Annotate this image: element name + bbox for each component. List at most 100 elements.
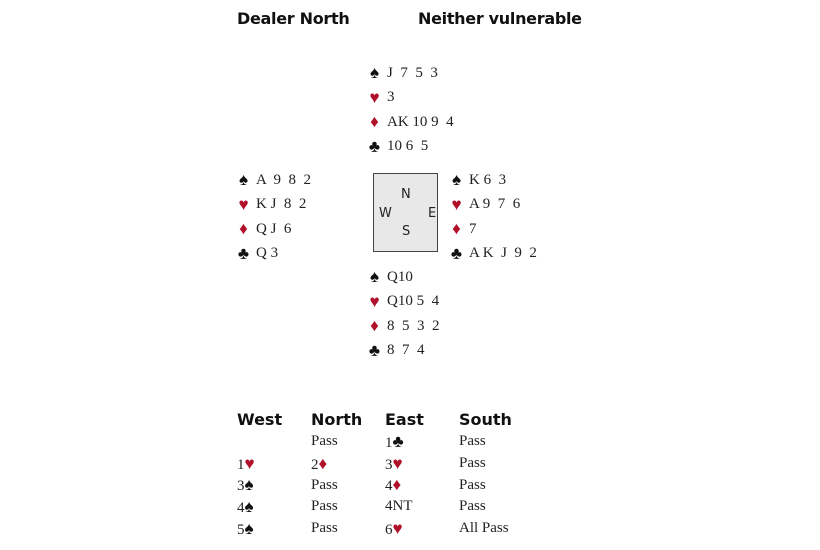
- bid-cell: Pass: [459, 433, 533, 450]
- spade-suit-icon: ♠: [244, 475, 254, 495]
- bid-text: Pass: [459, 476, 486, 493]
- heart-suit-icon: ♥: [392, 518, 403, 538]
- dealer-label: Dealer North: [237, 9, 350, 28]
- diamond-suit-icon: ♦: [318, 453, 328, 473]
- heart-suit-icon: ♥: [244, 453, 255, 473]
- bid-text: 3: [385, 456, 393, 473]
- bid-cell: 1♣: [385, 432, 459, 452]
- bid-text: 2: [311, 456, 319, 473]
- east-diamonds-row: ♦7: [449, 217, 537, 242]
- spade-suit-icon: ♠: [244, 496, 254, 516]
- bid-text: Pass: [459, 455, 486, 472]
- south-hearts-cards: Q10 5 4: [387, 293, 440, 310]
- south-diamonds-cards: 8 5 3 2: [387, 317, 440, 334]
- bid-text: 4: [237, 499, 245, 516]
- vulnerability-label: Neither vulnerable: [418, 9, 582, 28]
- east-hearts-row: ♥A 9 7 6: [449, 193, 537, 218]
- bid-cell: 5♠: [237, 519, 311, 539]
- spade-suit-icon: ♠: [238, 170, 249, 190]
- auction-row: 4♠ Pass 4NT Pass: [237, 496, 533, 518]
- club-suit-icon: ♣: [368, 340, 381, 360]
- club-suit-icon: ♣: [368, 136, 381, 156]
- south-spades-row: ♠ Q10: [367, 265, 440, 290]
- east-spades-row: ♠ K 6 3: [449, 168, 537, 193]
- bid-cell: Pass: [459, 498, 533, 515]
- bid-cell: Pass: [311, 433, 385, 450]
- south-spades-cards: Q10: [387, 268, 413, 285]
- hand-west: ♠A 9 8 2♥ K J 8 2 ♦ Q J 6 ♣ Q 3: [236, 168, 311, 266]
- bid-cell: 2♦: [311, 454, 385, 474]
- bid-text: 6: [385, 521, 393, 538]
- bid-text: Pass: [311, 476, 338, 493]
- bid-text: Pass: [311, 433, 338, 450]
- bid-text: Pass: [311, 498, 338, 515]
- bid-cell: All Pass: [459, 520, 533, 537]
- bid-cell: 4♦: [385, 475, 459, 495]
- east-clubs-cards: A K J 9 2: [469, 245, 537, 262]
- bid-text: Pass: [459, 498, 486, 515]
- bid-cell: 1♥: [237, 454, 311, 474]
- spade-suit-icon: ♠: [369, 267, 380, 287]
- heart-suit-icon: ♥: [238, 194, 249, 214]
- club-suit-icon: ♣: [392, 431, 404, 451]
- bid-text: Pass: [459, 433, 486, 450]
- bid-cell: Pass: [311, 477, 385, 494]
- east-spades-cards: K 6 3: [469, 171, 507, 188]
- north-hearts-row: ♥3: [367, 86, 454, 111]
- bid-text: All Pass: [459, 520, 509, 537]
- north-clubs-cards: 10 6 5: [387, 138, 429, 155]
- west-clubs-row: ♣ Q 3: [236, 242, 311, 267]
- diamond-suit-icon: ♦: [370, 112, 379, 132]
- bid-text: 4NT: [385, 498, 413, 515]
- bid-cell: 4NT: [385, 498, 459, 515]
- auction-header-row: West North East South: [237, 407, 533, 431]
- hand-north: ♠ J 7 5 3 ♥3♦AK 10 9 4♣ 10 6 5: [367, 61, 454, 159]
- compass-south: S: [402, 224, 411, 239]
- east-hearts-cards: A 9 7 6: [469, 196, 521, 213]
- bid-cell: 3♠: [237, 475, 311, 495]
- spade-suit-icon: ♠: [369, 63, 380, 83]
- north-spades-row: ♠ J 7 5 3: [367, 61, 454, 86]
- west-hearts-cards: K J 8 2: [256, 196, 307, 213]
- south-diamonds-row: ♦ 8 5 3 2: [367, 314, 440, 339]
- south-clubs-row: ♣8 7 4: [367, 339, 440, 364]
- bid-cell: Pass: [459, 455, 533, 472]
- auction-header-north: North: [311, 409, 363, 429]
- compass-north: N: [401, 187, 411, 202]
- bid-text: 3: [237, 478, 245, 495]
- north-clubs-row: ♣ 10 6 5: [367, 135, 454, 160]
- auction-row: 1♥2♦3♥Pass: [237, 453, 533, 475]
- bid-cell: 3♥: [385, 454, 459, 474]
- north-spades-cards: J 7 5 3: [387, 64, 438, 81]
- bid-text: 5: [237, 521, 245, 538]
- north-diamonds-row: ♦AK 10 9 4: [367, 110, 454, 135]
- bid-cell: 6♥: [385, 519, 459, 539]
- bid-text: Pass: [311, 520, 338, 537]
- spade-suit-icon: ♠: [244, 518, 254, 538]
- auction-header-south: South: [459, 409, 512, 429]
- bid-cell: Pass: [311, 520, 385, 537]
- club-suit-icon: ♣: [237, 243, 250, 263]
- west-hearts-row: ♥ K J 8 2: [236, 193, 311, 218]
- compass-west: W: [379, 206, 392, 221]
- auction-header-east: East: [385, 409, 424, 429]
- diamond-suit-icon: ♦: [370, 316, 379, 336]
- heart-suit-icon: ♥: [369, 291, 380, 311]
- bid-cell: Pass: [459, 477, 533, 494]
- west-diamonds-cards: Q J 6: [256, 220, 292, 237]
- bid-text: 1: [385, 434, 393, 451]
- diamond-suit-icon: ♦: [239, 219, 248, 239]
- compass-table: N W E S: [373, 173, 438, 252]
- bid-text: 4: [385, 478, 393, 495]
- west-spades-row: ♠A 9 8 2: [236, 168, 311, 193]
- heart-suit-icon: ♥: [392, 453, 403, 473]
- west-clubs-cards: Q 3: [256, 245, 279, 262]
- spade-suit-icon: ♠: [451, 170, 462, 190]
- east-clubs-row: ♣A K J 9 2: [449, 242, 537, 267]
- diamond-suit-icon: ♦: [452, 219, 461, 239]
